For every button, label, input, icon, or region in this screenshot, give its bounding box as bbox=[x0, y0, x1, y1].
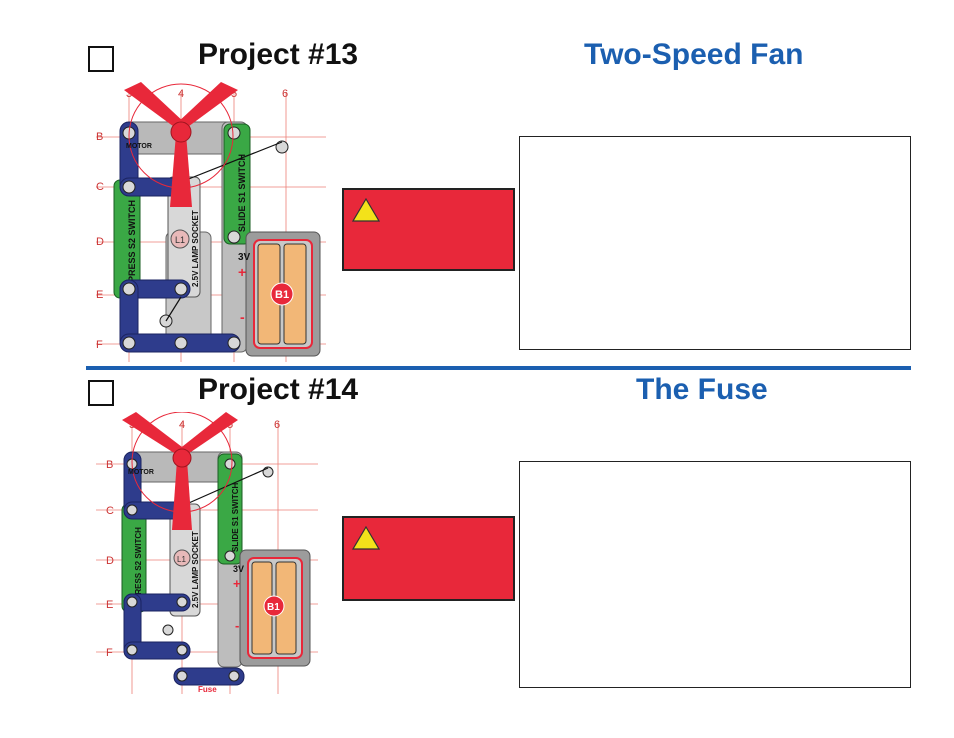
battery-minus: - bbox=[240, 309, 245, 325]
row-label-b: B bbox=[96, 131, 103, 143]
warning-triangle-icon bbox=[352, 198, 380, 222]
switch-s1-label: SLIDE S1 SWITCH bbox=[231, 482, 240, 552]
row-label-b: B bbox=[106, 459, 113, 471]
section-divider bbox=[86, 366, 911, 370]
battery-plus: + bbox=[238, 264, 246, 280]
project-13-warning-box bbox=[342, 188, 515, 271]
warning-triangle-icon bbox=[352, 526, 380, 550]
battery-plus: + bbox=[233, 576, 241, 591]
row-label-c: C bbox=[96, 181, 104, 193]
lamp-label: 2.5V LAMP SOCKET bbox=[191, 531, 200, 608]
lamp-id: L1 bbox=[175, 235, 185, 245]
col-label-6: 6 bbox=[274, 419, 280, 431]
motor-label: MOTOR bbox=[126, 143, 152, 150]
project-14-circuit-diagram: B C D E F 3 4 5 6 L1 2.5V LAMP SOCKET PR… bbox=[96, 412, 318, 694]
col-label-6: 6 bbox=[282, 88, 288, 100]
battery-minus: - bbox=[235, 618, 239, 633]
project-13-circuit-diagram: B C D E F 3 4 5 6 L1 2.5V LAMP SOCKET PR… bbox=[96, 82, 326, 362]
lamp-label: 2.5V LAMP SOCKET bbox=[191, 210, 200, 287]
switch-s2-label: PRESS S2 SWITCH bbox=[127, 200, 137, 282]
fuse-label: Fuse bbox=[198, 685, 217, 694]
col-label-3: 3 bbox=[126, 88, 132, 100]
row-label-e: E bbox=[106, 599, 113, 611]
project-14-warning-box bbox=[342, 516, 515, 601]
project-13-checkbox[interactable] bbox=[88, 46, 114, 72]
project-13-title: Project #13 bbox=[198, 38, 359, 71]
row-label-c: C bbox=[106, 505, 114, 517]
project-13-instructions-box bbox=[519, 136, 911, 350]
row-label-f: F bbox=[96, 339, 103, 351]
project-14-title: Project #14 bbox=[198, 373, 359, 406]
battery-label: B1 bbox=[275, 289, 289, 301]
project-14-name: The Fuse bbox=[636, 373, 768, 406]
battery-voltage: 3V bbox=[238, 252, 251, 263]
row-label-d: D bbox=[96, 236, 104, 248]
project-14-instructions-box bbox=[519, 461, 911, 688]
battery-label: B1 bbox=[267, 602, 280, 613]
col-label-4: 4 bbox=[178, 88, 184, 100]
project-13-name: Two-Speed Fan bbox=[584, 38, 804, 71]
lamp-id: L1 bbox=[177, 555, 186, 564]
row-label-d: D bbox=[106, 555, 114, 567]
switch-s1-label: SLIDE S1 SWITCH bbox=[237, 154, 247, 232]
battery-voltage: 3V bbox=[233, 564, 244, 574]
row-label-e: E bbox=[96, 289, 103, 301]
project-14-checkbox[interactable] bbox=[88, 380, 114, 406]
switch-s2-label: PRESS S2 SWITCH bbox=[134, 527, 143, 600]
motor-label: MOTOR bbox=[128, 469, 154, 476]
row-label-f: F bbox=[106, 647, 113, 659]
col-label-4: 4 bbox=[179, 419, 185, 431]
col-label-5: 5 bbox=[231, 88, 237, 100]
